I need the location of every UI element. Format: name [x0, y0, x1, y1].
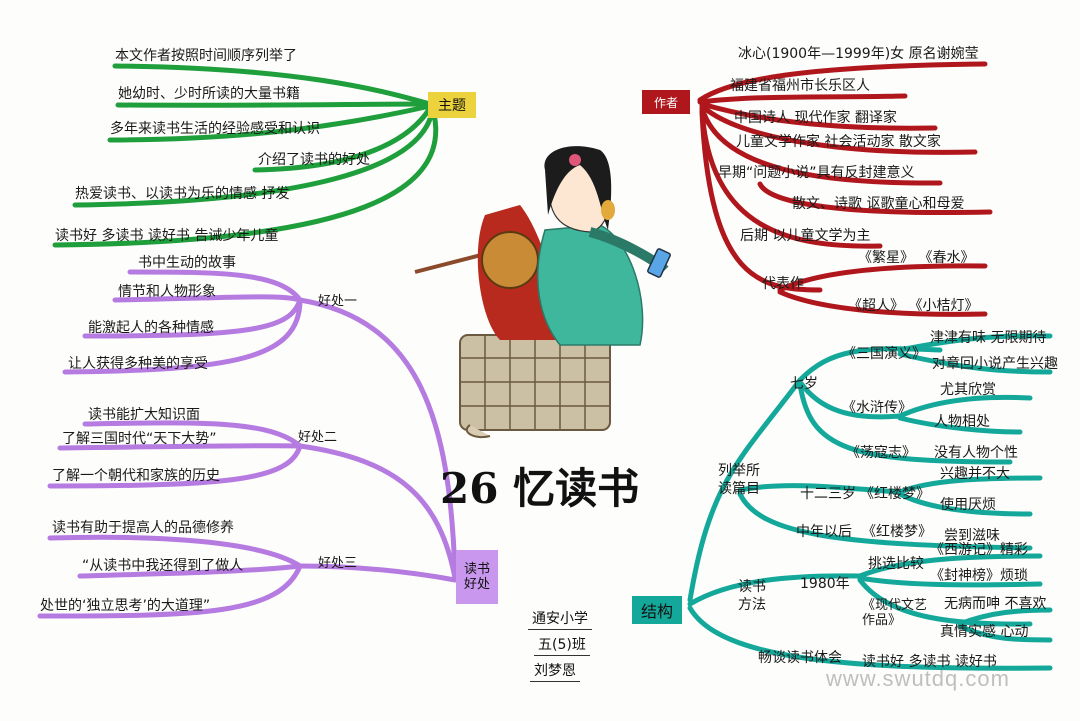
theme-item: 她幼时、少时所读的大量书籍 [118, 86, 300, 102]
signature-school: 通安小学 [528, 608, 592, 630]
author-item: 后期 以儿童文学为主 [740, 228, 871, 244]
structure-note: 尝到滋味 [944, 528, 1000, 544]
theme-item: 本文作者按照时间顺序列举了 [115, 48, 297, 64]
author-item: 代表作 [762, 276, 804, 292]
structure-book: 《红楼梦》 [860, 486, 930, 502]
signature-name: 刘梦恩 [530, 660, 580, 682]
theme-branches [52, 63, 439, 248]
theme-item: 读书好 多读书 读好书 告诫少年儿童 [55, 228, 279, 244]
theme-item: 热爱读书、以读书为乐的情感 抒发 [75, 186, 290, 202]
structure-book: 《荡寇志》 [846, 445, 916, 461]
author-item: 儿童文学作家 社会活动家 散文家 [736, 134, 941, 150]
structure-note: 没有人物个性 [934, 445, 1018, 461]
benefit-item: 读书能扩大知识面 [88, 407, 200, 423]
author-item: 中国诗人 现代作家 翻译家 [734, 110, 897, 126]
structure-label: 结构 [632, 596, 682, 624]
author-item: 冰心(1900年—1999年)女 原名谢婉莹 [738, 46, 979, 62]
structure-age7: 七岁 [790, 376, 818, 392]
benefit-item: 了解三国时代“天下大势” [62, 431, 217, 447]
structure-midage: 中年以后 [796, 524, 852, 540]
benefits-label: 读书好处 [456, 550, 498, 604]
structure-note: 人物相处 [934, 414, 990, 430]
benefit-two-label: 好处二 [298, 430, 338, 445]
benefit-branches [37, 269, 458, 619]
page-title: 26 忆读书 [440, 464, 640, 513]
author-item: 《超人》 《小桔灯》 [848, 298, 979, 314]
theme-item: 介绍了读书的好处 [258, 152, 370, 168]
signature-class: 五(5)班 [534, 634, 590, 656]
structure-year: 1980年 [800, 576, 850, 592]
theme-item: 多年来读书生活的经验感受和认识 [110, 121, 320, 137]
structure-listing: 列举所读篇目 [718, 463, 760, 497]
illustration [414, 146, 671, 438]
benefit-item: 书中生动的故事 [138, 255, 236, 271]
structure-book: 《三国演义》 [842, 346, 926, 362]
structure-note: 使用厌烦 [940, 497, 996, 513]
structure-branches [687, 333, 1053, 671]
structure-book: 《红楼梦》 [862, 524, 932, 540]
structure-note: 津津有味 无限期待 [930, 330, 1047, 346]
structure-note: 《封神榜》烦琐 [930, 568, 1028, 584]
benefit-three-label: 好处三 [318, 556, 358, 571]
author-branches [697, 61, 993, 317]
structure-note: 读书好 多读书 读好书 [862, 654, 997, 670]
structure-impression: 畅谈读书体会 [758, 650, 842, 666]
structure-book: 《现代文艺作品》 [862, 598, 928, 628]
benefit-item: 读书有助于提高人的品德修养 [52, 520, 234, 536]
benefit-one-label: 好处一 [318, 294, 358, 309]
benefit-item: 处世的‘独立思考’的大道理” [40, 598, 211, 614]
watermark: www.swutdq.com [826, 666, 1010, 691]
structure-compare: 挑选比较 [868, 556, 924, 572]
author-item: 《繁星》 《春水》 [858, 250, 975, 266]
structure-note: 兴趣并不大 [940, 466, 1010, 482]
benefit-item: 情节和人物形象 [118, 284, 216, 300]
benefit-item: 让人获得多种美的享受 [68, 356, 208, 372]
structure-note: 无病而呻 不喜欢 [944, 596, 1047, 612]
structure-age12: 十二三岁 [800, 486, 856, 502]
author-item: 福建省福州市长乐区人 [730, 78, 870, 94]
structure-note: 对章回小说产生兴趣 [932, 356, 1058, 372]
structure-note: 《西游记》精彩 [930, 542, 1028, 558]
structure-note: 尤其欣赏 [940, 382, 996, 398]
benefit-item: 能激起人的各种情感 [88, 320, 214, 336]
author-item: 散文、诗歌 讴歌童心和母爱 [792, 196, 965, 212]
structure-note: 真情实感 心动 [940, 624, 1029, 640]
benefit-item: “从读书中我还得到了做人 [82, 558, 244, 574]
structure-book: 《水浒传》 [842, 400, 912, 416]
theme-label: 主题 [428, 92, 476, 118]
structure-method: 读书方法 [738, 579, 766, 613]
author-label: 作者 [642, 90, 690, 114]
author-item: 早期“问题小说”具有反封建意义 [718, 165, 915, 181]
benefit-item: 了解一个朝代和家族的历史 [52, 468, 220, 484]
